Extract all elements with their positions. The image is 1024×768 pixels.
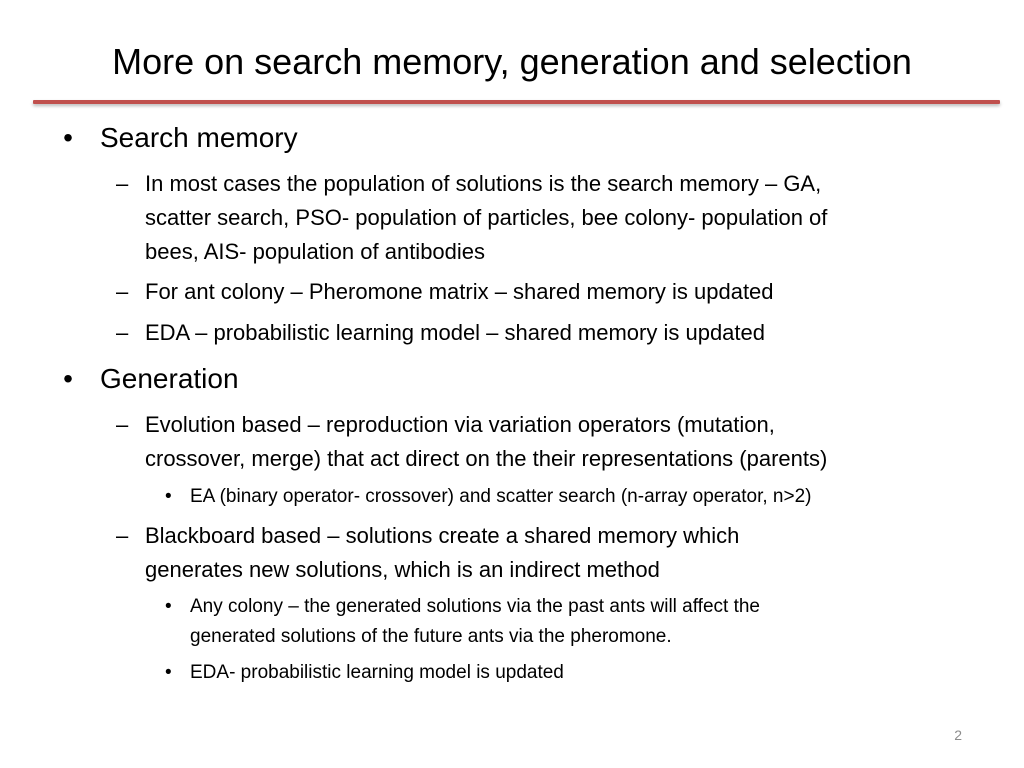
search-memory-label: Search memory [100,122,298,153]
dash: – [116,320,129,345]
generation-sub2-line1: Blackboard based – solutions create a sh… [145,523,740,548]
dash: – [116,279,129,304]
page-number: 2 [954,727,962,743]
subbullet: • [165,662,172,683]
generation-sub2-subsub1-line2: generated solutions of the future ants v… [190,626,672,647]
search-memory-sub1-line3: bees, AIS- population of antibodies [145,239,486,264]
search-memory-sub2-line1: For ant colony – Pheromone matrix – shar… [145,279,774,304]
generation-sub2-subsub1-line1: Any colony – the generated solutions via… [190,596,760,617]
generation-sub1-subsub1-line1: EA (binary operator- crossover) and scat… [190,486,812,507]
title-underline [33,100,1000,104]
slide-title: More on search memory, generation and se… [112,41,912,82]
bullet-dot: • [63,363,73,394]
subbullet: • [165,486,172,507]
dash: – [116,523,129,548]
generation-label: Generation [100,363,239,394]
generation-sub2-line2: generates new solutions, which is an ind… [145,557,660,582]
bullet-dot: • [63,122,73,153]
generation-sub1-line2: crossover, merge) that act direct on the… [145,446,828,471]
search-memory-sub1-line1: In most cases the population of solution… [145,171,822,196]
dash: – [116,171,129,196]
generation-sub1-line1: Evolution based – reproduction via varia… [145,412,775,437]
search-memory-sub3-line1: EDA – probabilistic learning model – sha… [145,320,765,345]
dash: – [116,412,129,437]
generation-sub2-subsub2-line1: EDA- probabilistic learning model is upd… [190,662,564,683]
search-memory-sub1-line2: scatter search, PSO- population of parti… [145,205,828,230]
subbullet: • [165,596,172,617]
